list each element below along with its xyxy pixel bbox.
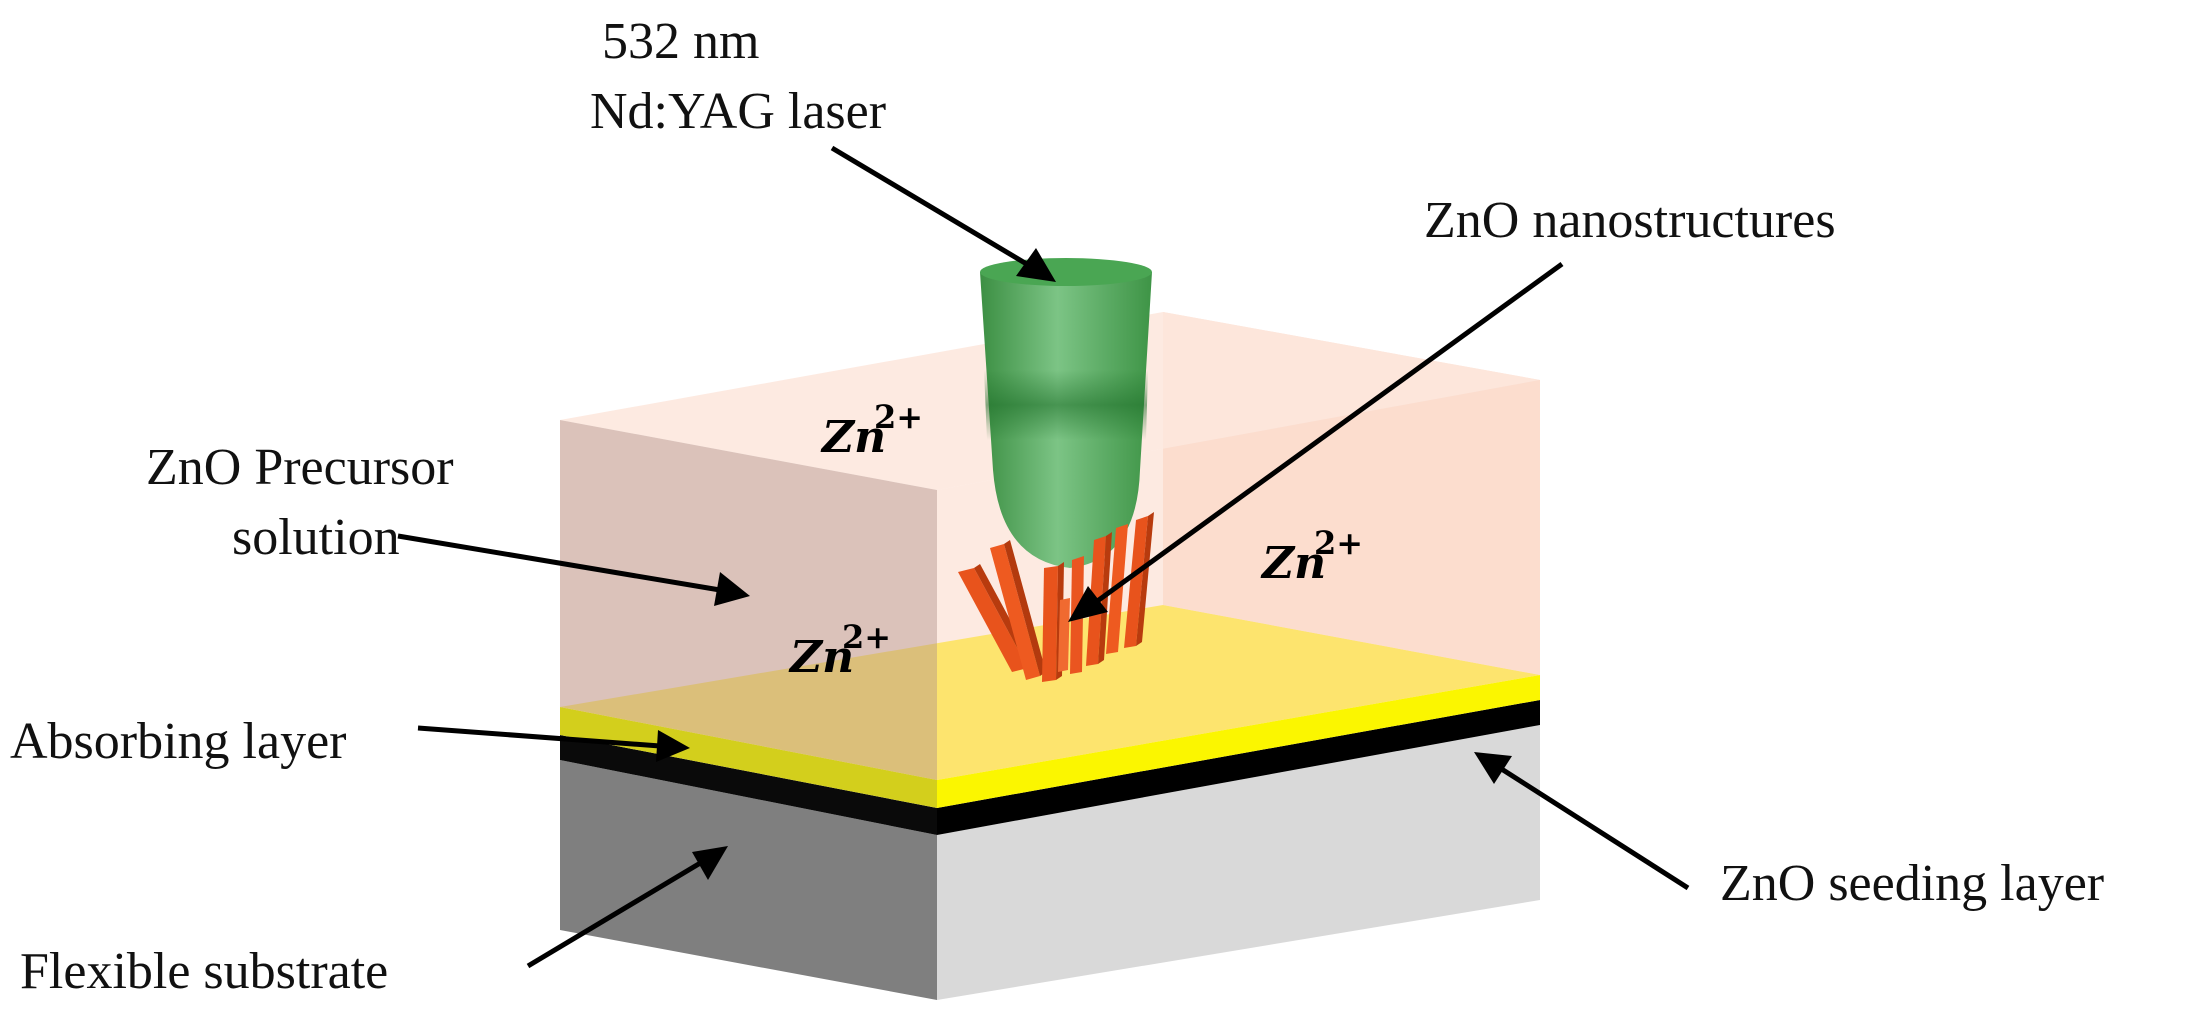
absorbing-front-face (560, 707, 937, 808)
nanorod (1124, 516, 1148, 648)
annotation-arrows (397, 145, 1690, 969)
seeding-layer-label: ZnO seeding layer (1720, 855, 2104, 912)
laser-arrow (830, 145, 1056, 282)
laser-type-label: Nd:YAG laser (590, 83, 886, 140)
seeding-side-face (937, 700, 1540, 835)
precursor-arrow (397, 533, 750, 606)
ion-symbol: Zn (788, 632, 854, 683)
zinc-ion-1: Zn 2+ (820, 398, 923, 463)
substrate-front-face (560, 760, 937, 1000)
zno-seeding-layer (560, 700, 1540, 835)
absorbing-layer-arrow (417, 725, 690, 762)
nanorod (958, 568, 1028, 672)
laser-beam (980, 258, 1152, 568)
nanorod (1136, 512, 1154, 646)
ion-charge: 2+ (874, 398, 923, 436)
zinc-ion-2: Zn 2+ (1260, 524, 1363, 589)
ion-charge: 2+ (1314, 524, 1363, 562)
nanorod (1004, 540, 1046, 676)
ion-symbol: Zn (1260, 538, 1326, 589)
laser-beam-top (980, 258, 1152, 286)
nanorod (1058, 598, 1070, 672)
substrate-arrow (526, 846, 728, 969)
seeding-layer-arrow (1474, 752, 1690, 891)
ion-charge: 2+ (842, 618, 891, 656)
nanorod (1042, 566, 1058, 682)
laser-beam-band (984, 370, 1148, 440)
flexible-substrate (560, 725, 1540, 1000)
seeding-front-face (560, 735, 937, 835)
precursor-label-line2: solution (232, 509, 400, 566)
absorbing-side-face (937, 675, 1540, 808)
zinc-ion-3: Zn 2+ (788, 618, 891, 683)
nanostructures-arrow (1068, 261, 1564, 622)
precursor-label-line1: ZnO Precursor (146, 439, 454, 496)
laser-wavelength-label: 532 nm (602, 13, 759, 70)
nanostructures-label: ZnO nanostructures (1424, 192, 1836, 249)
nanorod (990, 544, 1040, 680)
absorbing-layer-label: Absorbing layer (10, 713, 346, 770)
substrate-label: Flexible substrate (20, 943, 388, 1000)
ion-symbol: Zn (820, 412, 886, 463)
substrate-side-face (937, 725, 1540, 1000)
solution-front-face (560, 420, 937, 780)
